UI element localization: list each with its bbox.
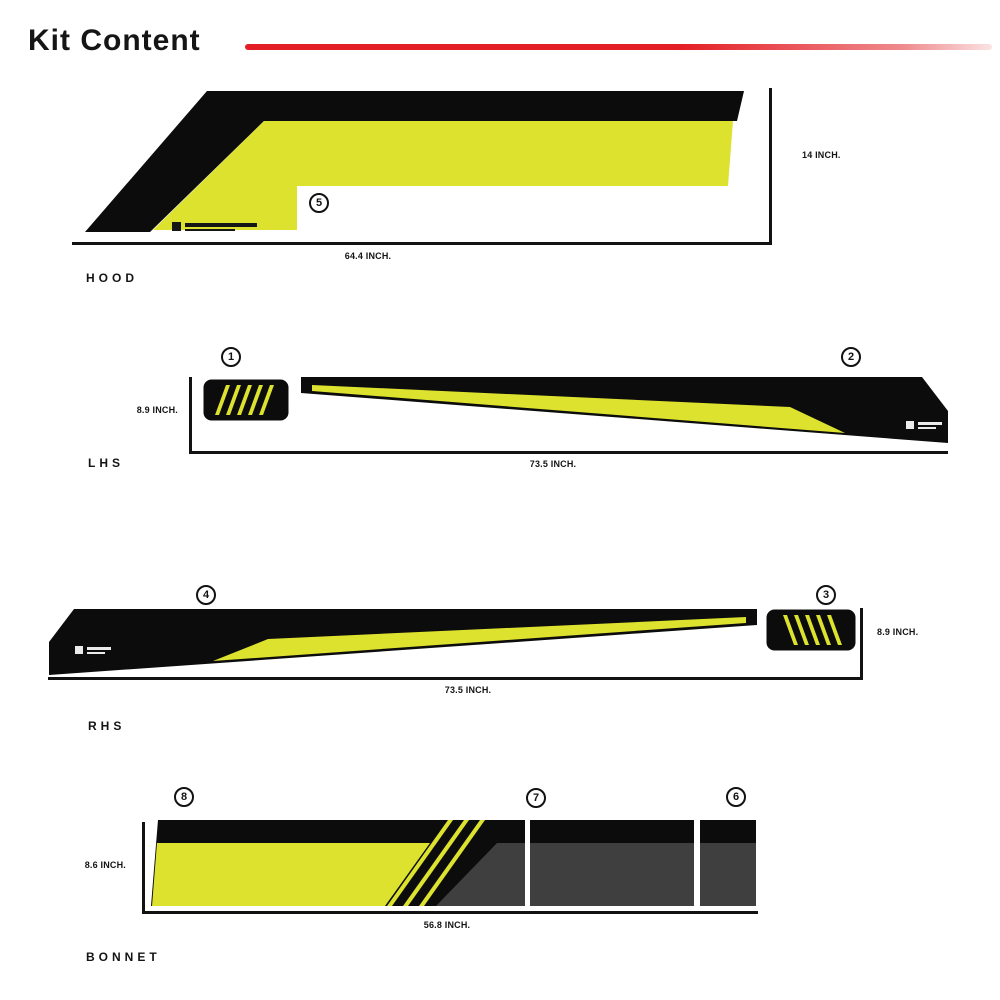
hood-width-dimension-line: [72, 242, 772, 245]
rhs-main-decal-graphic: [49, 609, 757, 675]
rhs-width-dimension-line: [48, 677, 863, 680]
hood-section-label: HOOD: [86, 271, 138, 285]
part-badge-rhs-front: 3: [816, 585, 836, 605]
lhs-width-dimension-label: 73.5 INCH.: [529, 459, 577, 469]
bonnet-main-diagonal-stripes: [387, 820, 485, 906]
rhs-height-dimension-label: 8.9 INCH.: [877, 627, 919, 637]
lhs-main-logo-mark: [906, 421, 942, 429]
bonnet-end-piece: [700, 820, 756, 906]
hood-black-stripe: [85, 91, 744, 232]
lhs-height-dimension-line: [189, 377, 192, 452]
rhs-main-yellow-stripe: [213, 617, 746, 661]
lhs-front-hash-stripes: [215, 385, 274, 415]
bonnet-decal-graphic: [151, 820, 756, 906]
lhs-height-dimension-label: 8.9 INCH.: [136, 405, 178, 415]
part-badge-rhs-main: 4: [196, 585, 216, 605]
part-badge-lhs-main: 2: [841, 347, 861, 367]
hood-decal-graphic: [85, 91, 744, 232]
rhs-main-logo-mark: [75, 646, 111, 654]
rhs-front-hash-stripes: [783, 615, 842, 645]
lhs-main-yellow-stripe: [312, 385, 845, 433]
hood-logo-mark: [172, 222, 257, 231]
lhs-main-decal-graphic: [301, 377, 948, 443]
hood-width-dimension-label: 64.4 INCH.: [344, 251, 392, 261]
part-badge-bonnet-end: 6: [726, 787, 746, 807]
bonnet-width-dimension-line: [142, 911, 758, 914]
lhs-section-label: LHS: [88, 456, 124, 470]
part-badge-bonnet-mid: 7: [526, 788, 546, 808]
lhs-front-decal-graphic: [203, 379, 289, 421]
page-title: Kit Content: [28, 24, 201, 57]
rhs-height-dimension-line: [860, 608, 863, 678]
lhs-width-dimension-line: [189, 451, 948, 454]
bonnet-height-dimension-label: 8.6 INCH.: [84, 860, 126, 870]
rhs-width-dimension-label: 73.5 INCH.: [444, 685, 492, 695]
bonnet-height-dimension-line: [142, 822, 145, 912]
rhs-section-label: RHS: [88, 719, 126, 733]
part-badge-hood: 5: [309, 193, 329, 213]
hood-height-dimension-label: 14 INCH.: [802, 150, 841, 160]
bonnet-width-dimension-label: 56.8 INCH.: [423, 920, 471, 930]
bonnet-main-gray-field: [436, 843, 525, 906]
rhs-front-decal-graphic: [766, 609, 856, 651]
hood-yellow-stripe: [153, 121, 733, 230]
bonnet-main-yellow-field: [152, 843, 430, 906]
bonnet-section-label: BONNET: [86, 950, 161, 964]
hood-height-dimension-line: [769, 88, 772, 245]
part-badge-bonnet-main: 8: [174, 787, 194, 807]
bonnet-mid-piece: [530, 820, 694, 906]
part-badge-lhs-front: 1: [221, 347, 241, 367]
title-accent-line: [245, 44, 992, 50]
